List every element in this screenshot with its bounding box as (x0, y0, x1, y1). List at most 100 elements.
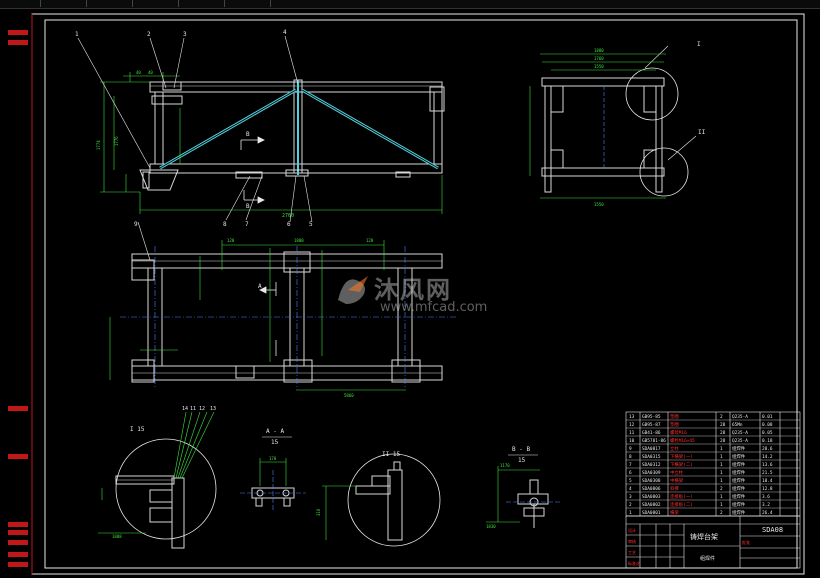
plan-view-centerlines (120, 246, 456, 388)
layer-tag[interactable] (8, 454, 28, 459)
bom-cell-no: 3 (629, 494, 632, 500)
toolbar-tab[interactable] (224, 0, 271, 7)
bom-cell-qty: 1 (720, 502, 723, 508)
bom-cell-code: SDA0803 (642, 494, 661, 500)
bom-cell-w: 12.8 (762, 486, 773, 492)
plan-view-dims (109, 240, 406, 391)
bom-cell-no: 7 (629, 462, 632, 468)
bom-cell-qty: 28 (720, 422, 726, 428)
section-aa-scale: 15 (271, 439, 279, 446)
toolbar-tab[interactable] (178, 0, 225, 7)
detail-ii-dims (322, 485, 356, 540)
bom-cell-qty: 1 (720, 454, 723, 460)
layer-tag[interactable] (8, 40, 28, 45)
callout-view-i: I (697, 41, 701, 48)
front-dim-total: 1774 (96, 140, 101, 150)
detail-i-leaders (173, 411, 215, 479)
watermark-url: www.mfcad.com (380, 300, 488, 315)
bom-cell-name: 连接板(二) (670, 501, 693, 508)
layer-tag[interactable] (8, 562, 28, 567)
bom-cell-name: 垫圈 (670, 421, 679, 428)
detail-view-ii (347, 453, 441, 547)
bom-cell-qty: 2 (720, 510, 723, 516)
tb-label: 批准 (742, 539, 750, 545)
bom-cell-mat: 组焊件 (732, 477, 746, 484)
bom-cell-name: 下横梁(一) (670, 453, 693, 460)
bom-cell-mat: Q235-A (732, 438, 748, 444)
bom-cell-w: 0.01 (762, 414, 773, 420)
bom-cell-mat: 组焊件 (732, 485, 746, 492)
detail-ii-title: II 15 (382, 451, 400, 458)
bom-cell-w: 0.05 (762, 430, 773, 436)
layer-tag[interactable] (8, 540, 28, 545)
tb-label: 审核 (628, 538, 636, 544)
callout-6: 6 (287, 221, 291, 228)
watermark-logo-icon (338, 276, 368, 304)
section-aa-dims (259, 458, 287, 486)
callout-13: 13 (210, 406, 216, 412)
layer-tabs (2, 8, 30, 578)
bom-cell-code: SDA0308 (642, 478, 661, 484)
bom-cell-no: 9 (629, 446, 632, 452)
plan-dim-top: 1800 (294, 238, 304, 243)
detail-ii-dim: 310 (316, 508, 321, 516)
detail-i-dims (98, 488, 146, 534)
callout-14: 14 (182, 406, 188, 412)
section-bb-dim: 1170 (500, 463, 510, 468)
drawing-subtitle: 组焊件 (700, 555, 715, 562)
bom-cell-w: 3.2 (762, 502, 770, 508)
layer-tag[interactable] (8, 530, 28, 535)
side-dim: 1880 (594, 48, 604, 53)
bom-cell-code: GB95-87 (642, 422, 661, 428)
side-dim: 1550 (594, 202, 604, 207)
section-b-label: B (246, 131, 250, 138)
bom-cell-mat: 组焊件 (732, 453, 746, 460)
bom-cell-w: 0.18 (762, 438, 773, 444)
bom-cell-code: GB95-85 (642, 414, 661, 420)
bom-cell-no: 11 (629, 430, 635, 436)
bom-cell-code: SDA0817 (642, 446, 661, 452)
bom-cell-name: 横梁 (670, 509, 679, 516)
bom-cell-w: 13.6 (762, 462, 773, 468)
section-bb (506, 479, 560, 528)
front-dim-small: 40 (148, 70, 153, 75)
title-block-frame (625, 515, 801, 569)
detail-i-dim: 1808 (112, 534, 122, 539)
bom-cell-w: 0.08 (762, 422, 773, 428)
bom-cell-w: 18.4 (762, 478, 773, 484)
callout-1: 1 (75, 31, 79, 38)
layer-tag[interactable] (8, 522, 28, 527)
tb-label: 设计 (628, 527, 636, 533)
bom-cell-name: 螺母M16 (670, 429, 687, 436)
toolbar-tab[interactable] (132, 0, 179, 7)
plan-dim: 120 (366, 238, 374, 243)
front-view-dims (100, 72, 443, 214)
toolbar-tab[interactable] (40, 0, 87, 7)
toolbar-tab[interactable] (4, 0, 41, 7)
section-b-label: B (246, 203, 250, 210)
bom-cell-name: 连接板(一) (670, 493, 693, 500)
toolbar (0, 0, 820, 9)
bom-cell-mat: 65Mn (732, 422, 743, 428)
layer-tag[interactable] (8, 552, 28, 557)
front-view (139, 79, 445, 191)
callout-12: 12 (199, 406, 205, 412)
layer-tag[interactable] (8, 406, 28, 411)
bom-cell-mat: 组焊件 (732, 493, 746, 500)
bom-cell-mat: 组焊件 (732, 501, 746, 508)
bom-cell-qty: 2 (720, 486, 723, 492)
bom-cell-qty: 1 (720, 470, 723, 476)
layer-tag[interactable] (8, 30, 28, 35)
bom-cell-no: 6 (629, 470, 632, 476)
side-dim: 1550 (594, 64, 604, 69)
bom-cell-mat: 组焊件 (732, 469, 746, 476)
callout-view-ii: II (698, 129, 706, 136)
drawing-title: 铸焊台架 (690, 532, 718, 541)
section-bb-dim: 1830 (486, 524, 496, 529)
callout-leaders (77, 35, 697, 261)
sheet-inner-border (44, 19, 798, 569)
toolbar-tab[interactable] (86, 0, 133, 7)
bom-cell-no: 12 (629, 422, 635, 428)
